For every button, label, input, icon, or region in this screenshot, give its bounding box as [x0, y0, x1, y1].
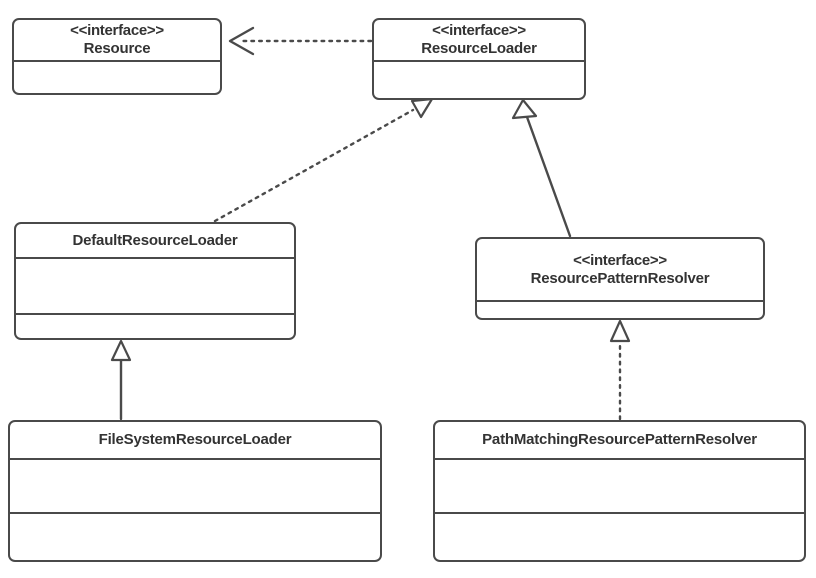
open-arrowhead-icon	[228, 26, 255, 56]
class-box-default-resource-loader[interactable]: DefaultResourceLoader	[14, 222, 296, 340]
class-attributes-compartment	[435, 460, 804, 514]
edge-generalization-filesystem-to-default	[110, 339, 132, 421]
class-name: ResourceLoader	[421, 40, 537, 57]
class-operations-compartment	[16, 315, 294, 338]
class-operations-compartment	[10, 514, 380, 560]
hollow-triangle-arrowhead-icon	[410, 97, 434, 119]
edge-realization-default-to-loader	[213, 97, 434, 223]
class-header-file-system-resource-loader: FileSystemResourceLoader	[10, 422, 380, 460]
class-operations-compartment	[435, 514, 804, 560]
class-name: ResourcePatternResolver	[530, 269, 710, 287]
class-box-resource-pattern-resolver[interactable]: <<interface>> ResourcePatternResolver	[475, 237, 765, 320]
class-name: PathMatchingResourcePatternResolver	[482, 431, 757, 449]
class-stereotype: <<interface>>	[573, 251, 667, 269]
class-stereotype: <<interface>>	[432, 22, 526, 40]
edge-dependency-loader-to-resource	[228, 26, 373, 56]
class-box-path-matching-resource-pattern-resolver[interactable]: PathMatchingResourcePatternResolver	[433, 420, 806, 562]
hollow-triangle-arrowhead-icon	[110, 339, 132, 362]
class-header-path-matching-resource-pattern-resolver: PathMatchingResourcePatternResolver	[435, 422, 804, 460]
class-header-default-resource-loader: DefaultResourceLoader	[16, 224, 294, 259]
class-attributes-compartment	[10, 460, 380, 514]
edge-realization-pathmatching-to-pattern	[609, 319, 631, 421]
class-box-file-system-resource-loader[interactable]: FileSystemResourceLoader	[8, 420, 382, 562]
class-name: Resource	[83, 40, 151, 57]
class-attributes-compartment	[16, 259, 294, 315]
class-box-resource[interactable]: <<interface>> Resource	[12, 18, 222, 95]
class-name: FileSystemResourceLoader	[98, 431, 292, 449]
class-attributes-compartment	[14, 62, 220, 93]
hollow-triangle-arrowhead-icon	[609, 319, 631, 343]
class-name: DefaultResourceLoader	[72, 231, 238, 249]
class-header-resource-loader: <<interface>> ResourceLoader	[374, 20, 584, 62]
edge-generalization-pattern-to-loader	[511, 98, 572, 238]
class-header-resource-pattern-resolver: <<interface>> ResourcePatternResolver	[477, 239, 763, 302]
class-attributes-compartment	[477, 302, 763, 318]
class-box-resource-loader[interactable]: <<interface>> ResourceLoader	[372, 18, 586, 100]
hollow-triangle-arrowhead-icon	[511, 98, 538, 120]
class-header-resource: <<interface>> Resource	[14, 20, 220, 62]
class-stereotype: <<interface>>	[70, 22, 164, 40]
class-attributes-compartment	[374, 62, 584, 98]
